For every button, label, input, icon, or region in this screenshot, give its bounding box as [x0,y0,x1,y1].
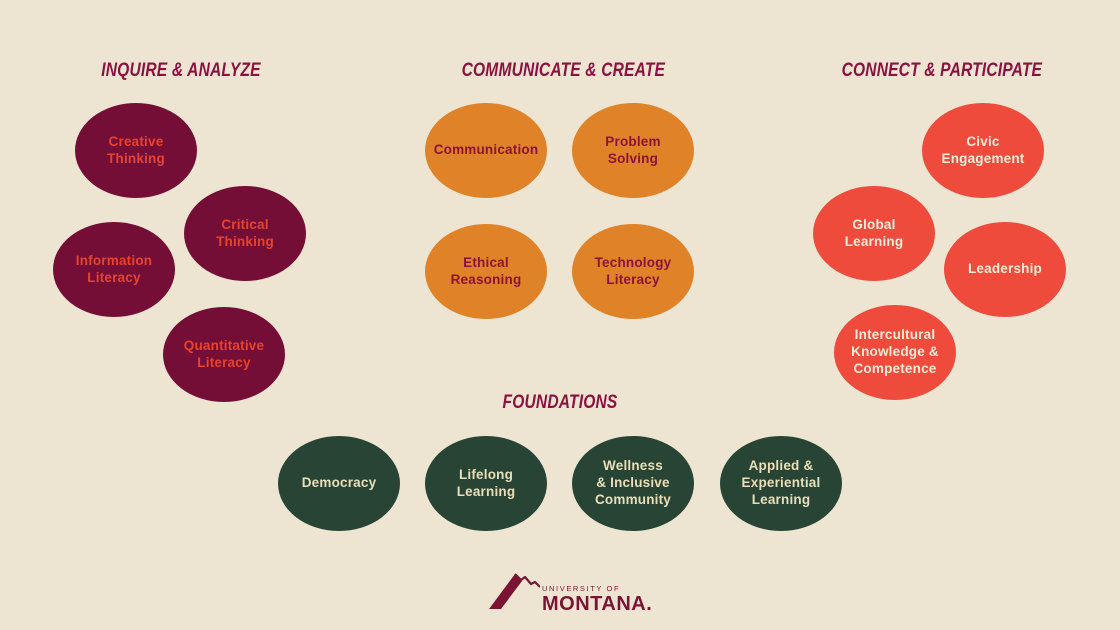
bubble-problem-solving: Problem Solving [572,103,694,198]
bubble-democracy: Democracy [278,436,400,531]
heading-communicate-create: COMMUNICATE & CREATE [461,60,666,81]
bubble-critical-thinking: Critical Thinking [184,186,306,281]
bubble-communication: Communication [425,103,547,198]
bubble-quantitative-literacy: Quantitative Literacy [163,307,285,402]
bubble-ethical-reasoning: Ethical Reasoning [425,224,547,319]
bubble-applied-experiential-learning: Applied & Experiential Learning [720,436,842,531]
bubble-wellness-inclusive-community: Wellness & Inclusive Community [572,436,694,531]
logo-university-of: UNIVERSITY OF [542,584,621,593]
bubble-information-literacy: Information Literacy [53,222,175,317]
bubble-global-learning: Global Learning [813,186,935,281]
heading-foundations: FOUNDATIONS [502,392,618,413]
logo-text: UNIVERSITY OF MONTANA. [542,584,652,616]
bubble-intercultural-knowledge-competence: Intercultural Knowledge & Competence [834,305,956,400]
mountain-icon [488,571,541,616]
heading-connect-participate: CONNECT & PARTICIPATE [841,60,1043,81]
bubble-lifelong-learning: Lifelong Learning [425,436,547,531]
university-of-montana-logo: UNIVERSITY OF MONTANA. [488,570,652,616]
bubble-civic-engagement: Civic Engagement [922,103,1044,198]
bubble-leadership: Leadership [944,222,1066,317]
logo-montana: MONTANA. [542,593,653,615]
bubble-creative-thinking: Creative Thinking [75,103,197,198]
bubble-technology-literacy: Technology Literacy [572,224,694,319]
heading-inquire-analyze: INQUIRE & ANALYZE [101,60,261,81]
